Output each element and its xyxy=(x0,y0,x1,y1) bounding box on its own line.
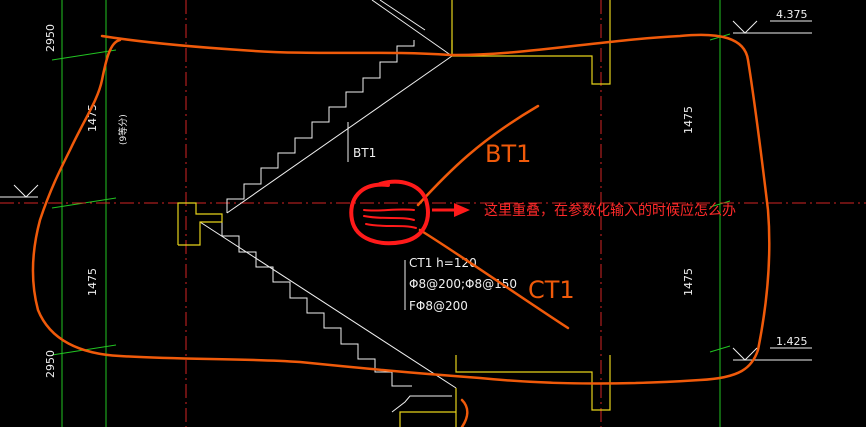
dim-left-top: 2950 xyxy=(44,24,57,52)
dim-right-upper: 1475 xyxy=(682,106,695,134)
ct1-hand-label: CT1 xyxy=(528,276,575,304)
ct1-label-line2: Φ8@200;Φ8@150 xyxy=(409,277,517,291)
outline-loop xyxy=(31,33,771,385)
bt1-cad-label: BT1 xyxy=(353,146,376,160)
stair-upper-flight xyxy=(226,0,453,214)
level-bottom-right: 1.425 xyxy=(776,335,808,348)
stair-landings xyxy=(177,0,611,427)
bt1-leader-line xyxy=(416,104,540,207)
scribble-bottom xyxy=(460,398,469,427)
ct1-label-line3: FΦ8@200 xyxy=(409,299,468,313)
bt1-hand-label: BT1 xyxy=(485,140,531,168)
overlap-question: 这里重叠，在参数化输入的时候应怎么办 xyxy=(484,202,736,219)
dim-left-mid-lower: 1475 xyxy=(86,268,99,296)
ct1-label-line1: CT1 h=120 xyxy=(409,256,477,270)
dim-right-lower: 1475 xyxy=(682,268,695,296)
level-top-right: 4.375 xyxy=(776,8,808,21)
overlap-highlight xyxy=(349,179,430,246)
dim-left-bottom: 2950 xyxy=(44,350,57,378)
ct1-leader-line xyxy=(418,228,570,330)
stair-lower-flight xyxy=(199,221,457,413)
hand-annotation xyxy=(31,33,771,427)
dim-left-mid-upper-note: (9等分) xyxy=(117,114,129,145)
arrow-right-icon xyxy=(432,203,470,217)
level-triangle-icon xyxy=(0,20,812,361)
